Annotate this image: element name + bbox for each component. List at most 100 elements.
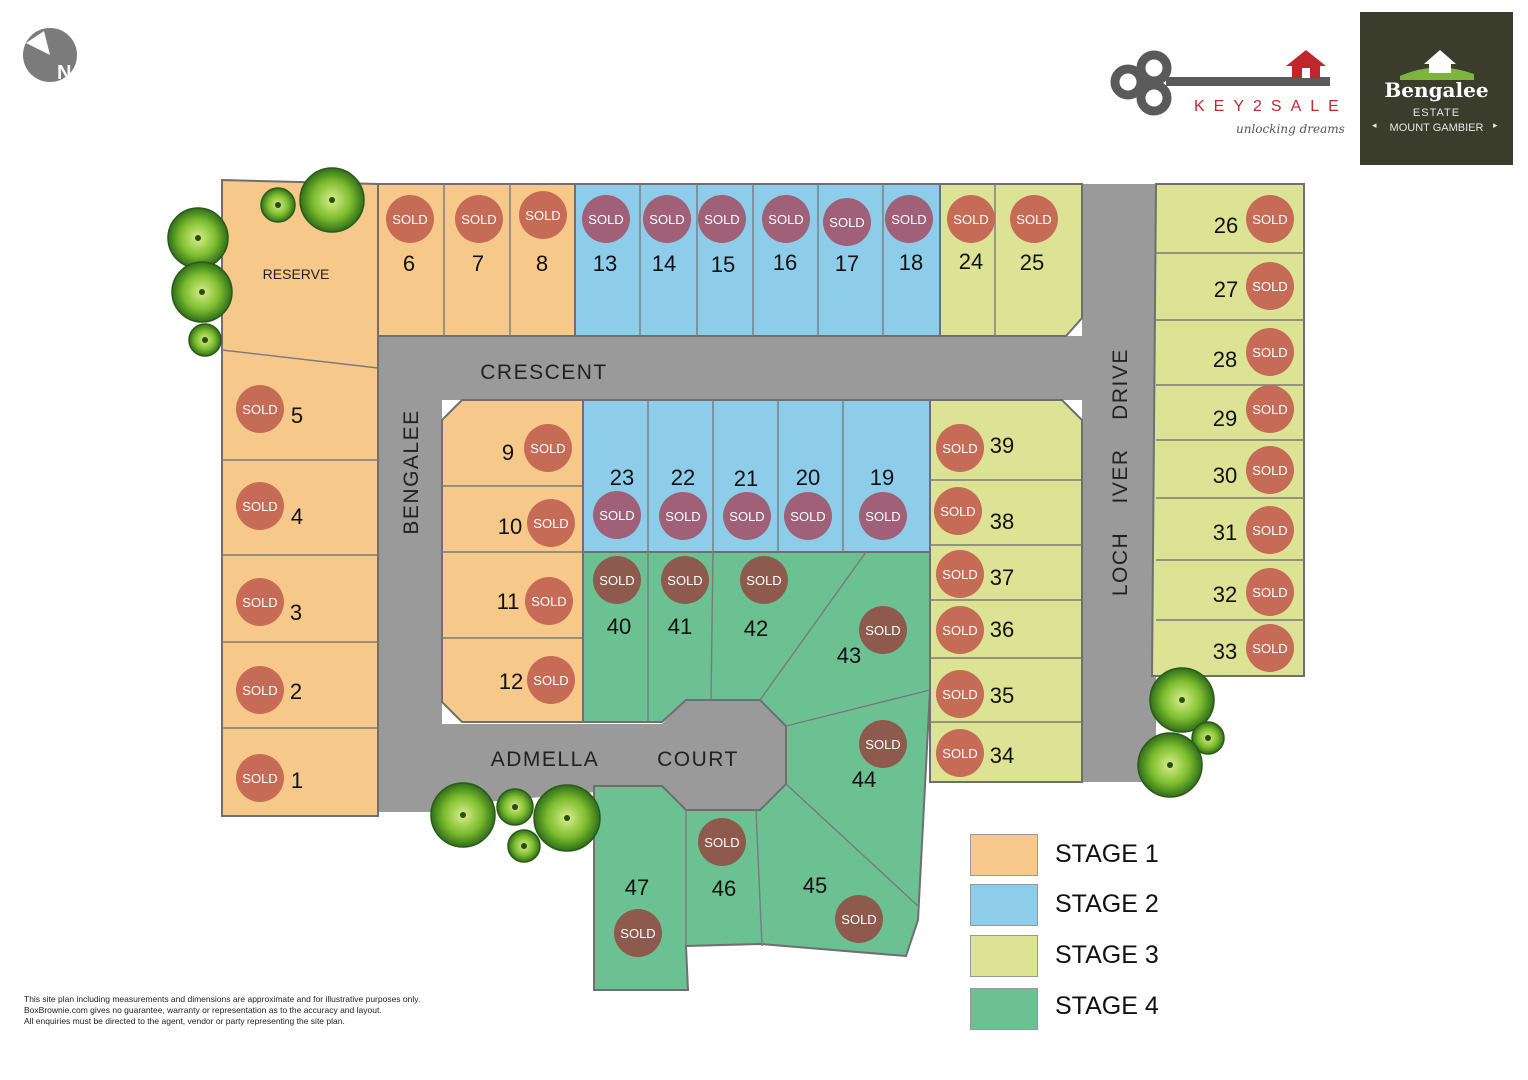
lot-number: 3 [290, 600, 302, 625]
lot-number: 25 [1020, 250, 1044, 275]
lot-boundary-line [785, 783, 919, 907]
lot-number: 46 [712, 876, 736, 901]
tree-trunk-icon [1205, 735, 1211, 741]
sold-badge [524, 424, 572, 472]
lot-number: 33 [1213, 639, 1237, 664]
sold-badge-label: SOLD [790, 509, 825, 524]
lot-number: 5 [291, 403, 303, 428]
lot-boundary-line [759, 551, 867, 701]
sold-badge [614, 909, 662, 957]
sold-badge [1246, 568, 1294, 616]
lot-number: 7 [472, 251, 484, 276]
legend-swatch-stage-2 [970, 884, 1038, 926]
tree-trunk-icon [202, 337, 208, 343]
lot-number: 21 [734, 466, 758, 491]
street-crescent-label: CRESCENT [480, 361, 608, 384]
sold-badge [236, 385, 284, 433]
tree-icon [430, 782, 496, 848]
area-stage-1-west [221, 178, 379, 817]
sold-badge-label: SOLD [704, 212, 739, 227]
sold-badge-label: SOLD [704, 835, 739, 850]
lot-number: 24 [959, 249, 983, 274]
sold-badge-label: SOLD [242, 595, 277, 610]
lot-number: 43 [837, 643, 861, 668]
key-icon [1110, 50, 1330, 116]
sold-badge [1246, 262, 1294, 310]
legend-label-stage-3: STAGE 3 [1055, 941, 1159, 969]
lot-number: 30 [1213, 463, 1237, 488]
lot-boundary-line [710, 551, 714, 701]
sold-badge [661, 556, 709, 604]
bengalee-estate-label: ESTATE [1412, 107, 1461, 119]
bengalee-location-label: MOUNT GAMBIER [1389, 122, 1484, 134]
key2sale-tagline: unlocking dreams [1236, 122, 1345, 136]
sold-badge-label: SOLD [953, 212, 988, 227]
key2sale-wordmark: KEY2SALE [1194, 98, 1348, 115]
sold-badge-label: SOLD [533, 516, 568, 531]
sold-badge-label: SOLD [1252, 212, 1287, 227]
tree-trunk-icon [460, 812, 466, 818]
tree-trunk-icon [512, 804, 518, 810]
sold-badge [519, 191, 567, 239]
sold-badge [386, 195, 434, 243]
right-arrow-icon: ▸ [1493, 120, 1498, 130]
tree-icon [1149, 667, 1215, 733]
road-drive-north [1082, 184, 1156, 340]
sold-badge [698, 818, 746, 866]
sold-badge-label: SOLD [1252, 585, 1287, 600]
lot-number: 42 [744, 616, 768, 641]
tree-trunk-icon [199, 289, 205, 295]
sold-badge-label: SOLD [242, 402, 277, 417]
lot-number: 20 [796, 465, 820, 490]
lot-number: 34 [990, 743, 1014, 768]
sold-badge-label: SOLD [942, 746, 977, 761]
sold-badge-label: SOLD [1252, 463, 1287, 478]
lot-number: 4 [291, 504, 303, 529]
street-bengalee-label: BENGALEE [400, 409, 423, 534]
sold-badge [1246, 195, 1294, 243]
area-stage-2-inner [582, 399, 931, 553]
sold-badge [236, 666, 284, 714]
sold-badge [525, 577, 573, 625]
tree-icon [167, 207, 229, 269]
sold-badge-label: SOLD [1252, 279, 1287, 294]
sold-badge-label: SOLD [942, 567, 977, 582]
lot-number: 35 [990, 683, 1014, 708]
tree-icon [188, 323, 222, 357]
lot-number: 38 [990, 509, 1014, 534]
sold-badge-label: SOLD [729, 509, 764, 524]
sold-badge-label: SOLD [242, 771, 277, 786]
area-stage-4 [582, 551, 931, 991]
lot-number: 39 [990, 433, 1014, 458]
sold-badge [455, 195, 503, 243]
street-drive-label: DRIVE [1109, 348, 1132, 420]
tree-icon [496, 788, 534, 826]
disclaimer-line: BoxBrownie.com gives no guarantee, warra… [24, 1005, 382, 1015]
legend-swatch-stage-4 [970, 988, 1038, 1030]
tree-icon [533, 784, 601, 852]
lot-number: 19 [870, 465, 894, 490]
lot-boundary-line [755, 809, 763, 947]
sold-badge-label: SOLD [665, 509, 700, 524]
sold-badge-label: SOLD [1252, 402, 1287, 417]
sold-badge-label: SOLD [1252, 345, 1287, 360]
disclaimer-line: This site plan including measurements an… [24, 994, 421, 1004]
lot-number: 1 [291, 768, 303, 793]
left-arrow-icon: ◂ [1372, 120, 1377, 130]
sold-badge [835, 895, 883, 943]
bengalee-estate-logo: Bengalee ESTATE ◂ MOUNT GAMBIER ▸ [1360, 12, 1513, 165]
sold-badge [823, 198, 871, 246]
sold-badge-label: SOLD [829, 215, 864, 230]
street-admella-label: ADMELLA [491, 748, 600, 771]
sold-badge [659, 492, 707, 540]
lot-number: 31 [1213, 520, 1237, 545]
trees-layer [167, 167, 1225, 863]
legend-label-stage-4: STAGE 4 [1055, 992, 1159, 1020]
tree-trunk-icon [195, 235, 201, 241]
sold-badge-label: SOLD [940, 504, 975, 519]
sold-badge-label: SOLD [865, 623, 900, 638]
sold-badge [859, 492, 907, 540]
lot-number: 13 [593, 251, 617, 276]
sold-badge [236, 754, 284, 802]
